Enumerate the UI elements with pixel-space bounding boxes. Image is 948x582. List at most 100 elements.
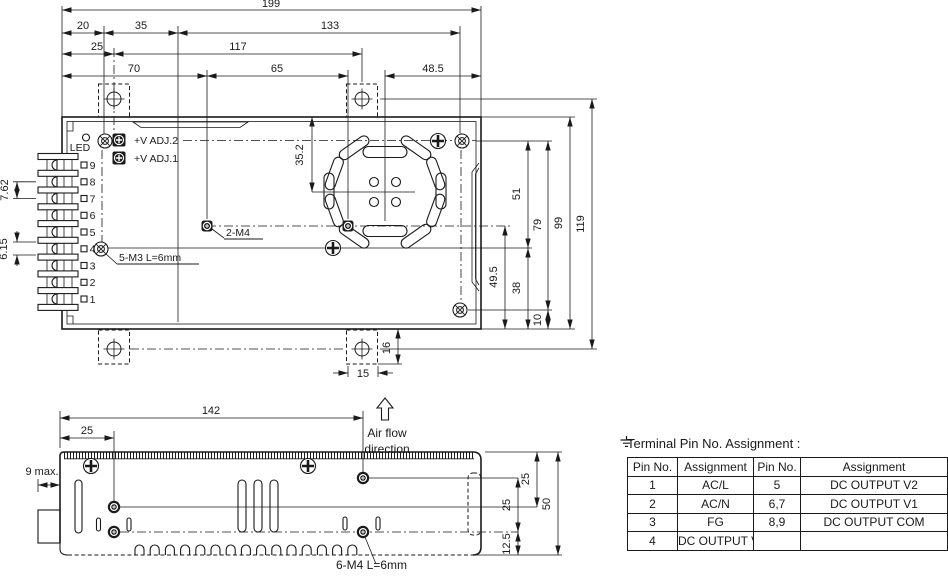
pin-no-cell: 4 xyxy=(627,531,678,551)
dim-65: 65 xyxy=(271,63,283,75)
terminal-block: 9 8 7 6 5 4 3 2 1 xyxy=(37,152,96,311)
phillips-screw-icon xyxy=(429,132,447,150)
m4-screw-icon xyxy=(107,525,121,539)
side-m4-note: 6-M4 L=6mm xyxy=(336,536,407,572)
dim-9max: 9 max. xyxy=(25,466,58,478)
m3-screw-icon xyxy=(93,241,109,257)
pin-no-cell: 1 xyxy=(627,475,678,495)
side-dimension-lines xyxy=(38,415,561,555)
col-header: Pin No. xyxy=(753,457,801,477)
voltage-adjust-2-pot xyxy=(111,132,127,148)
dim-48-5: 48.5 xyxy=(422,63,443,75)
col-header: Assignment xyxy=(800,457,948,477)
pin-number: 3 xyxy=(90,260,96,272)
dim-142: 142 xyxy=(202,405,220,417)
col-header: Assignment xyxy=(677,457,754,477)
voltage-adjust-1-pot xyxy=(111,150,127,166)
dim-79: 79 xyxy=(532,219,544,231)
pin-assignment-table: Pin No. Assignment Pin No. Assignment 1 … xyxy=(620,436,948,551)
dimension-lines xyxy=(14,7,595,376)
assignment-cell xyxy=(800,531,948,551)
assignment-cell: DC OUTPUT V3 xyxy=(677,531,754,551)
side-vents xyxy=(74,479,381,555)
screws xyxy=(81,132,532,318)
louver-vent xyxy=(131,121,250,128)
side-chassis xyxy=(37,451,482,556)
table-row: 4 DC OUTPUT V3 xyxy=(627,531,948,551)
led-indicator xyxy=(81,133,91,142)
hidden-flange xyxy=(467,472,482,536)
table-title: Terminal Pin No. Assignment : xyxy=(627,436,801,451)
dimension-labels: 199 20 35 133 25 117 70 65 48.5 35.2 51 … xyxy=(0,0,587,380)
pin-number: 2 xyxy=(90,277,96,289)
pin-number: 5 xyxy=(90,227,96,239)
pin-no-cell: 8,9 xyxy=(753,512,801,532)
assignment-cell: AC/N xyxy=(677,494,754,514)
dim-199: 199 xyxy=(262,0,280,10)
dim-6-15: 6.15 xyxy=(0,238,10,259)
m3-note: 5-M3 L=6mm xyxy=(119,252,181,264)
pin-no-cell: 2 xyxy=(627,494,678,514)
bracket-hole-icon xyxy=(351,338,373,360)
airflow-arrow-icon xyxy=(375,397,395,421)
assignment-cell: DC OUTPUT COM xyxy=(800,512,948,532)
dim-25-outer: 25 xyxy=(520,473,532,485)
m4-screw-icon xyxy=(200,219,214,233)
dim-15: 15 xyxy=(357,368,369,380)
m4-note: 2-M4 xyxy=(226,227,250,239)
bracket-hole-icon xyxy=(351,88,373,110)
terminal-bars xyxy=(37,152,79,311)
dim-38: 38 xyxy=(511,282,523,294)
side-flange xyxy=(471,162,480,292)
dim-35-2: 35.2 xyxy=(294,144,306,165)
assignment-cell: FG xyxy=(620,436,754,532)
dim-35: 35 xyxy=(135,20,147,32)
dim-7-62: 7.62 xyxy=(0,179,11,200)
side-extension-lines xyxy=(37,411,562,556)
terminal-screws xyxy=(51,159,65,305)
dim-12-5: 12.5 xyxy=(501,533,513,554)
annotations: LED +V ADJ.2 +V ADJ.1 5-M3 L=6mm 2-M4 xyxy=(70,135,263,265)
dim-117: 117 xyxy=(229,41,247,53)
terminal-pin-table: Terminal Pin No. Assignment : Pin No. As… xyxy=(617,436,948,551)
phillips-screw-icon xyxy=(82,457,100,475)
pin-number: 4 xyxy=(90,244,96,256)
dim-10: 10 xyxy=(532,314,544,326)
extension-lines xyxy=(13,6,597,377)
assignment-cell: DC OUTPUT V1 xyxy=(800,494,948,514)
m3-screw-icon xyxy=(97,133,113,149)
input-connector xyxy=(37,509,61,544)
top-view: LED +V ADJ.2 +V ADJ.1 5-M3 L=6mm 2-M4 xyxy=(0,0,597,380)
pin-no-cell: 3 xyxy=(627,512,678,532)
phillips-screw-icon xyxy=(324,239,342,257)
assignment-cell: DC OUTPUT V2 xyxy=(800,475,948,495)
m4-note: 6-M4 L=6mm xyxy=(336,558,407,572)
dim-99: 99 xyxy=(553,217,565,229)
centerlines xyxy=(101,48,510,316)
m3-screw-icon xyxy=(452,302,468,318)
dim-50: 50 xyxy=(541,498,553,510)
terminal-pin-holes xyxy=(80,161,88,303)
table-row: 2 AC/N 6,7 DC OUTPUT V1 xyxy=(627,494,948,514)
phillips-screw-icon xyxy=(299,457,317,475)
table-row: 1 AC/L 5 DC OUTPUT V2 xyxy=(627,475,948,495)
pin-no-cell xyxy=(753,531,801,551)
fg-label: FG xyxy=(707,515,724,530)
dim-25: 25 xyxy=(81,425,93,437)
pin-number: 1 xyxy=(90,294,96,306)
pin-number: 9 xyxy=(90,160,96,172)
airflow: Air flow direction xyxy=(364,397,410,456)
pin-number: 8 xyxy=(90,177,96,189)
airflow-label-1: Air flow xyxy=(367,426,407,440)
chassis-outline xyxy=(61,116,482,330)
airflow-label-2: direction xyxy=(364,442,409,456)
m4-screw-icon xyxy=(356,525,370,539)
dim-49-5: 49.5 xyxy=(488,266,500,287)
dim-133: 133 xyxy=(321,20,339,32)
led-label: LED xyxy=(70,142,91,154)
table-row: 3 FG 8,9 DC OUTPUT COM xyxy=(620,436,948,532)
dim-119: 119 xyxy=(575,215,587,233)
pin-no-cell: 5 xyxy=(753,475,801,495)
